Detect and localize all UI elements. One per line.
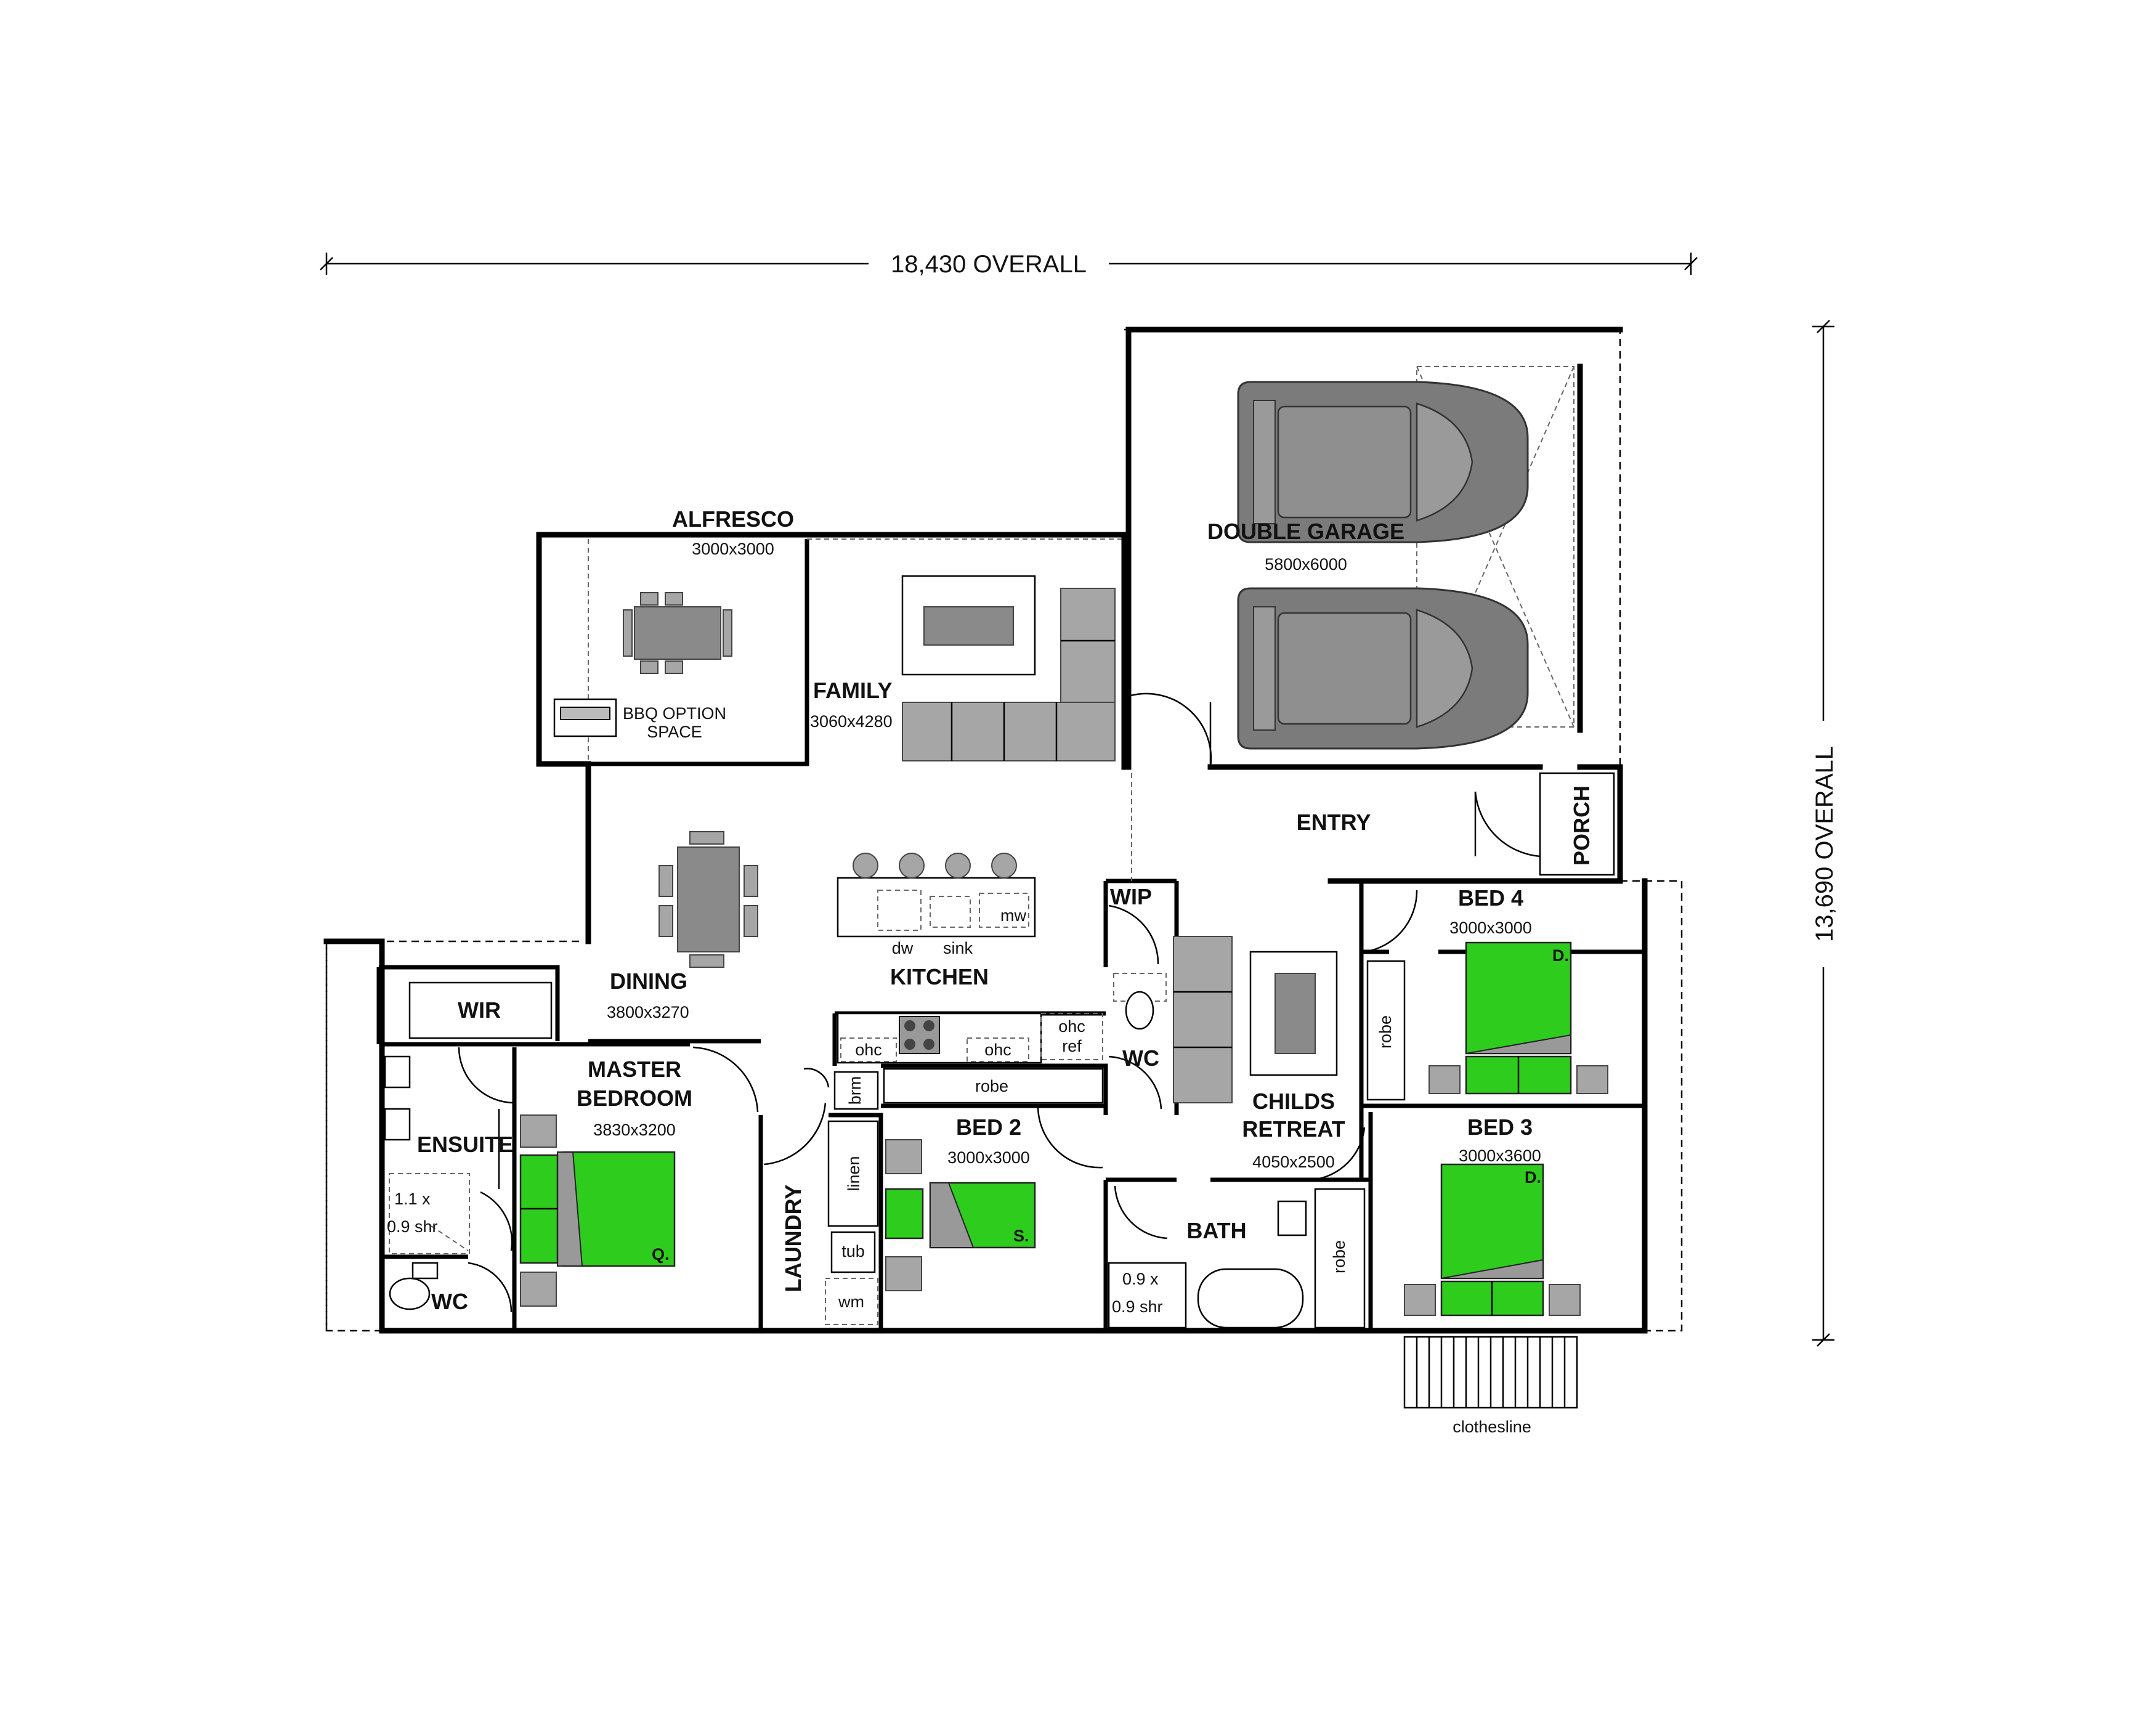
overall-width-dimension: 18,430 OVERALL: [320, 251, 1698, 278]
bbq-label-1: BBQ OPTION: [623, 704, 726, 723]
garage: DOUBLE GARAGE 5800x6000: [1125, 327, 1623, 770]
wc-center: WC: [1108, 973, 1167, 1110]
ensuite-shower-2: 0.9 shr: [387, 1217, 438, 1236]
ensuite-name: ENSUITE: [417, 1132, 513, 1157]
sink-label: sink: [943, 939, 973, 957]
overall-width-label: 18,430 OVERALL: [891, 251, 1087, 278]
childs-line2: RETREAT: [1242, 1116, 1345, 1142]
bed4-name: BED 4: [1458, 885, 1523, 911]
linen-label: linen: [845, 1156, 863, 1191]
master-bedroom: Q. MASTER BEDROOM 3830x3200: [458, 1047, 692, 1307]
bed2-dims: 3000x3000: [947, 1148, 1030, 1167]
wir: WIR: [408, 981, 553, 1039]
bath: 0.9 x 0.9 shr BATH: [1108, 1185, 1307, 1329]
bed3-name: BED 3: [1467, 1114, 1533, 1140]
bed3: robe D. BED 3 3000x3600: [1314, 1114, 1581, 1329]
overall-height-dimension: 13,690 OVERALL: [1811, 320, 1838, 1347]
master-line1: MASTER: [588, 1057, 681, 1082]
family: FAMILY 3060x4280: [810, 575, 1116, 761]
bed4-robe-label: robe: [1376, 1015, 1395, 1049]
bed4: robe D. BED 4 3000x3000: [1364, 885, 1648, 1167]
alfresco: BBQ OPTION SPACE ALFRESCO 3000x3000: [536, 506, 1124, 767]
bed3-size: D.: [1525, 1168, 1541, 1187]
ensuite: 1.1 x 0.9 shr WC ENSUITE: [384, 1055, 513, 1314]
wir-name: WIR: [458, 997, 501, 1023]
laundry: brm linen tub wm LAUNDRY: [692, 1046, 879, 1325]
master-bed-size: Q.: [652, 1245, 670, 1264]
clothesline: clothesline: [1403, 1336, 1578, 1436]
laundry-name: LAUNDRY: [780, 1185, 806, 1293]
bed2-size: S.: [1013, 1227, 1029, 1245]
car-icon: [1237, 381, 1529, 543]
childs-line1: CHILDS: [1252, 1089, 1335, 1114]
ensuite-wc-name: WC: [431, 1289, 468, 1314]
car-icon: [1237, 587, 1529, 750]
porch-name: PORCH: [1569, 785, 1594, 866]
bath-shower-2: 0.9 shr: [1112, 1297, 1163, 1316]
family-name: FAMILY: [813, 678, 893, 703]
entry-name: ENTRY: [1297, 810, 1371, 835]
ohc-label-1: ohc: [855, 1041, 882, 1059]
childs-dims: 4050x2500: [1252, 1153, 1335, 1171]
bed2: robe S. BED 2 3000x3000: [883, 1068, 1104, 1291]
bed2-name: BED 2: [956, 1114, 1021, 1140]
overall-height-label: 13,690 OVERALL: [1811, 746, 1838, 942]
childs-retreat: CHILDS RETREAT 4050x2500: [1037, 936, 1366, 1181]
bed3-dims: 3000x3600: [1459, 1147, 1541, 1165]
wip-name: WIP: [1110, 884, 1152, 909]
dw-label: dw: [892, 939, 914, 957]
tub-label: tub: [841, 1242, 865, 1260]
bed3-robe-label: robe: [1330, 1240, 1348, 1273]
garage-name: DOUBLE GARAGE: [1207, 519, 1404, 544]
dining-dims: 3800x3270: [607, 1003, 689, 1021]
mw-label: mw: [1000, 906, 1026, 925]
bed4-size: D.: [1552, 946, 1569, 965]
bed4-dims: 3000x3000: [1449, 919, 1532, 937]
family-dims: 3060x4280: [810, 712, 893, 731]
wm-label: wm: [838, 1293, 864, 1311]
entry: ENTRY PORCH: [1297, 772, 1615, 876]
garage-dims: 5800x6000: [1265, 555, 1347, 574]
bath-name: BATH: [1186, 1218, 1246, 1243]
ohc-label-3: ohc: [1058, 1017, 1085, 1036]
alfresco-name: ALFRESCO: [672, 506, 794, 532]
clothesline-label: clothesline: [1453, 1418, 1531, 1436]
dining: DINING 3800x3270: [607, 831, 758, 1021]
kitchen: dw sink mw KITCHEN ohc ohc ohc ref: [837, 853, 1103, 1064]
master-dims: 3830x3200: [593, 1121, 676, 1139]
ensuite-shower-1: 1.1 x: [394, 1190, 431, 1208]
ref-label: ref: [1062, 1037, 1082, 1055]
ohc-label-2: ohc: [984, 1041, 1011, 1059]
bath-shower-1: 0.9 x: [1122, 1270, 1159, 1288]
kitchen-name: KITCHEN: [890, 964, 989, 989]
wip: WIP: [1108, 884, 1159, 965]
master-line2: BEDROOM: [577, 1086, 692, 1111]
dining-name: DINING: [610, 968, 687, 994]
brm-label: brm: [846, 1076, 864, 1105]
bed2-robe-label: robe: [975, 1077, 1008, 1095]
alfresco-dims: 3000x3000: [692, 540, 774, 558]
wc-center-name: WC: [1122, 1045, 1159, 1071]
bbq-label-2: SPACE: [647, 723, 702, 741]
